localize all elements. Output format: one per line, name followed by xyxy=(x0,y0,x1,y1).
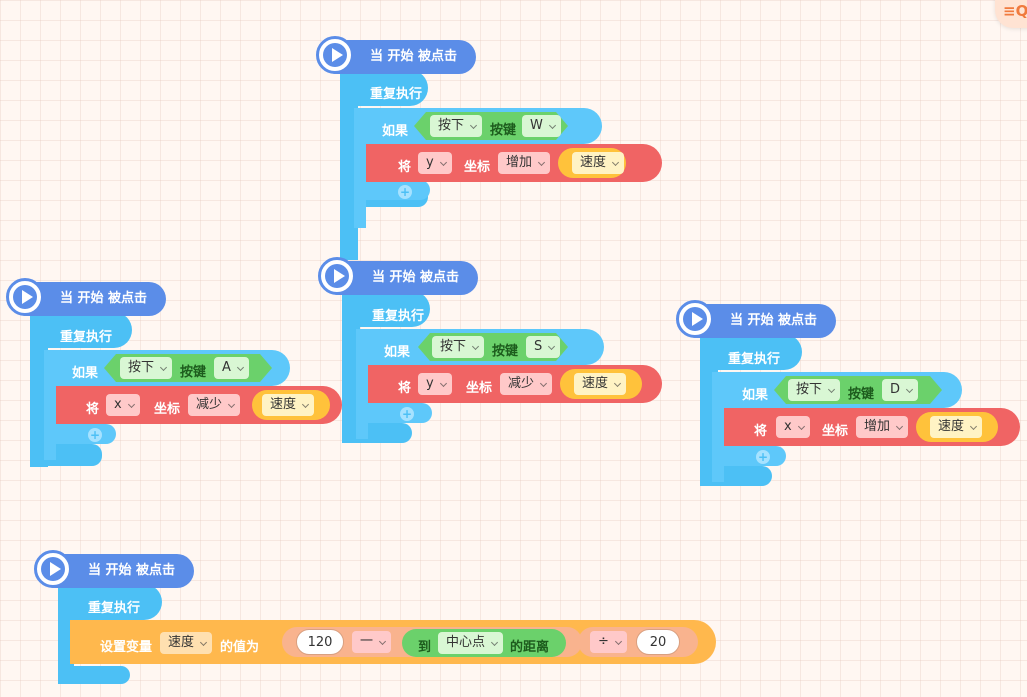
key-label: 按键 xyxy=(492,344,519,359)
add-block-plus-icon[interactable]: + xyxy=(756,450,770,464)
operation-dropdown[interactable]: 减少 xyxy=(188,394,241,416)
axis-dropdown[interactable]: y xyxy=(418,373,452,395)
if-label: 如果 xyxy=(382,124,409,139)
set-prefix-label: 将 xyxy=(754,424,768,439)
zoom-search-icon[interactable]: ≡Q xyxy=(995,0,1027,28)
minus-operator-dropdown[interactable]: 一 xyxy=(352,631,392,653)
if-label: 如果 xyxy=(384,345,411,360)
coordinate-label: 坐标 xyxy=(464,160,491,175)
speed-variable-dropdown[interactable]: 速度 xyxy=(574,373,627,395)
when-start-clicked-hat[interactable]: 当 开始 被点击 xyxy=(6,278,166,316)
coordinate-label: 坐标 xyxy=(466,381,493,396)
set-variable-label: 设置变量 xyxy=(100,640,153,655)
variable-dropdown[interactable]: 速度 xyxy=(160,632,213,654)
target-dropdown[interactable]: 中心点 xyxy=(438,632,504,654)
number-input-20[interactable]: 20 xyxy=(636,629,680,655)
key-dropdown[interactable]: W xyxy=(522,115,561,137)
play-icon xyxy=(316,36,354,74)
play-icon xyxy=(318,257,356,295)
set-prefix-label: 将 xyxy=(398,381,412,396)
speed-variable-dropdown[interactable]: 速度 xyxy=(930,416,983,438)
distance-label: 的距离 xyxy=(510,640,550,655)
coordinate-label: 坐标 xyxy=(154,402,181,417)
play-icon xyxy=(676,300,714,338)
to-label: 到 xyxy=(418,640,432,655)
when-start-clicked-hat[interactable]: 当 开始 被点击 xyxy=(318,257,478,295)
set-prefix-label: 将 xyxy=(398,160,412,175)
repeat-forever-label: 重复执行 xyxy=(60,330,113,345)
key-label: 按键 xyxy=(180,365,207,380)
press-mode-dropdown[interactable]: 按下 xyxy=(120,357,173,379)
play-icon xyxy=(6,278,44,316)
operation-dropdown[interactable]: 减少 xyxy=(500,373,553,395)
axis-dropdown[interactable]: y xyxy=(418,152,452,174)
divide-operator-dropdown[interactable]: ÷ xyxy=(590,631,627,653)
operation-dropdown[interactable]: 增加 xyxy=(498,152,551,174)
repeat-forever-label: 重复执行 xyxy=(372,309,425,324)
when-start-clicked-hat[interactable]: 当 开始 被点击 xyxy=(316,36,476,74)
axis-dropdown[interactable]: x xyxy=(776,416,810,438)
press-mode-dropdown[interactable]: 按下 xyxy=(432,336,485,358)
press-mode-dropdown[interactable]: 按下 xyxy=(788,379,841,401)
add-block-plus-icon[interactable]: + xyxy=(400,407,414,421)
value-is-label: 的值为 xyxy=(220,640,260,655)
key-label: 按键 xyxy=(848,387,875,402)
coordinate-label: 坐标 xyxy=(822,424,849,439)
repeat-forever-label: 重复执行 xyxy=(370,87,423,102)
key-label: 按键 xyxy=(490,123,517,138)
key-dropdown[interactable]: A xyxy=(214,357,249,379)
if-label: 如果 xyxy=(72,366,99,381)
add-block-plus-icon[interactable]: + xyxy=(398,185,412,199)
axis-dropdown[interactable]: x xyxy=(106,394,140,416)
set-prefix-label: 将 xyxy=(86,402,100,417)
number-input-120[interactable]: 120 xyxy=(296,629,344,655)
press-mode-dropdown[interactable]: 按下 xyxy=(430,115,483,137)
when-start-clicked-hat[interactable]: 当 开始 被点击 xyxy=(676,300,836,338)
speed-variable-dropdown[interactable]: 速度 xyxy=(262,394,315,416)
key-dropdown[interactable]: D xyxy=(882,379,919,401)
speed-variable-dropdown[interactable]: 速度 xyxy=(572,152,625,174)
operation-dropdown[interactable]: 增加 xyxy=(856,416,909,438)
repeat-forever-label: 重复执行 xyxy=(88,601,141,616)
repeat-forever-label: 重复执行 xyxy=(728,352,781,367)
if-label: 如果 xyxy=(742,388,769,403)
key-dropdown[interactable]: S xyxy=(526,336,561,358)
add-block-plus-icon[interactable]: + xyxy=(88,428,102,442)
when-start-clicked-hat[interactable]: 当 开始 被点击 xyxy=(34,550,194,588)
play-icon xyxy=(34,550,72,588)
